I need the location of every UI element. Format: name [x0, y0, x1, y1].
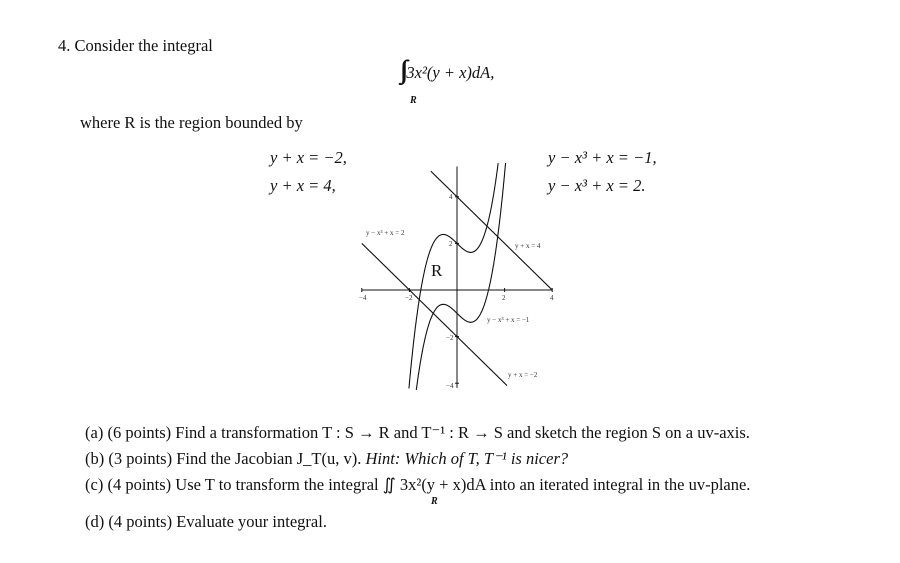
part-b: (b) (3 points) Find the Jacobian J_T(u, … [85, 449, 568, 469]
y-tick: −4 [446, 382, 454, 390]
part-points: (4 points) [107, 475, 172, 494]
x-tick: 2 [502, 294, 506, 302]
equation-cubic-top: y − x³ + x = 2. [548, 176, 646, 195]
integral-region: R [410, 95, 417, 106]
part-hint: Hint: Which of T, T⁻¹ is nicer? [365, 449, 569, 468]
equation-cubic-bottom: y − x³ + x = −1, [548, 148, 657, 167]
x-tick: −2 [405, 294, 413, 302]
line-top [430, 170, 553, 291]
part-text: Find a transformation T : S → R and T⁻¹ … [175, 423, 750, 442]
integral-region: R [431, 496, 438, 507]
part-text: Use T to transform the integral ∬ 3x²(y … [175, 475, 751, 494]
part-label: (a) [85, 423, 104, 442]
region-description: where R is the region bounded by [80, 113, 303, 132]
integrand: 3x²(y + x)dA, [406, 63, 495, 82]
line-bottom [361, 243, 508, 386]
x-tick: −4 [359, 294, 367, 302]
curve-cubic-top [408, 163, 499, 389]
problem-number: 4. [58, 36, 71, 55]
x-tick: 4 [550, 294, 554, 302]
part-c: (c) (4 points) Use T to transform the in… [85, 475, 750, 495]
equation-line-bottom: y + x = −2, [270, 148, 347, 167]
part-label: (c) [85, 475, 104, 494]
label-line-bottom: y + x = −2 [508, 371, 538, 379]
label-cubic-bottom: y − x³ + x = −1 [487, 316, 530, 324]
part-points: (3 points) [108, 449, 173, 468]
curve-cubic-bottom [415, 162, 507, 391]
part-label: (b) [85, 449, 105, 468]
part-text: Evaluate your integral. [176, 512, 327, 531]
y-tick: −2 [446, 334, 454, 342]
part-text: Find the Jacobian J_T(u, v). [176, 449, 362, 468]
label-cubic-top: y − x³ + x = 2 [366, 229, 405, 237]
y-tick: 2 [449, 240, 453, 248]
intro-text: Consider the integral [74, 36, 213, 55]
part-a: (a) (6 points) Find a transformation T :… [85, 423, 750, 443]
y-tick: 4 [449, 193, 453, 201]
region-label: R [431, 261, 443, 280]
equation-line-top: y + x = 4, [270, 176, 336, 195]
display-integral: ∫∫ 3x²(y + x)dA, [400, 55, 494, 85]
label-line-top: y + x = 4 [515, 242, 541, 250]
part-points: (6 points) [107, 423, 172, 442]
problem-intro: 4. Consider the integral [58, 36, 213, 56]
part-d: (d) (4 points) Evaluate your integral. [85, 512, 327, 532]
part-points: (4 points) [108, 512, 173, 531]
part-label: (d) [85, 512, 105, 531]
